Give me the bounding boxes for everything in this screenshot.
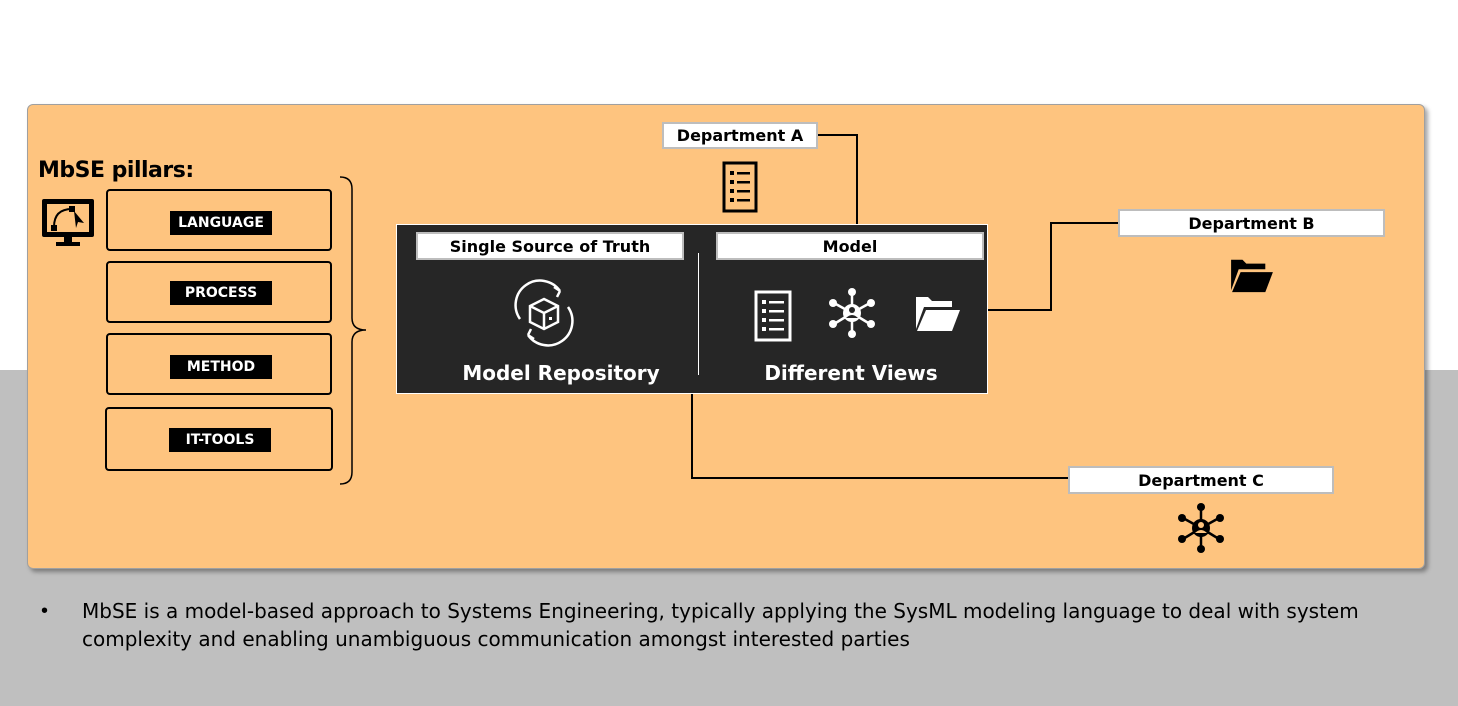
dept-c-network-user-icon: [1178, 503, 1224, 553]
connector-dept-c: [691, 394, 1068, 479]
checklist-icon: [754, 290, 792, 342]
pillar-method: METHOD: [106, 333, 332, 395]
pillar-language-label: LANGUAGE: [170, 211, 272, 235]
department-a-label: Department A: [662, 122, 818, 149]
model-repository-caption: Model Repository: [462, 361, 660, 385]
computer-curve-icon: [42, 199, 94, 246]
connector-dept-b: [988, 222, 1118, 311]
single-source-label: Single Source of Truth: [416, 232, 684, 260]
pillar-language: LANGUAGE: [106, 189, 332, 251]
department-b-label: Department B: [1118, 209, 1385, 237]
description-text: MbSE is a model-based approach to System…: [82, 599, 1359, 651]
block-divider: [698, 253, 699, 375]
network-user-icon: [829, 288, 875, 338]
pillar-it-tools: IT-TOOLS: [105, 407, 333, 471]
pillars-title: MbSE pillars:: [38, 158, 194, 183]
cycle-box-icon: [514, 279, 574, 347]
open-folder-icon: [916, 297, 960, 331]
model-label: Model: [716, 232, 984, 260]
dept-b-folder-icon: [1231, 259, 1273, 293]
department-c-label: Department C: [1068, 466, 1334, 494]
different-views-caption: Different Views: [764, 361, 938, 385]
bullet-marker: •: [41, 600, 49, 622]
connector-dept-a: [818, 134, 858, 224]
pillar-it-tools-label: IT-TOOLS: [169, 428, 271, 452]
pillar-process-label: PROCESS: [170, 281, 272, 305]
dept-a-checklist-icon: [722, 161, 758, 213]
pillar-method-label: METHOD: [170, 355, 272, 379]
pillars-bracket: [339, 176, 367, 485]
pillar-process: PROCESS: [106, 261, 332, 323]
